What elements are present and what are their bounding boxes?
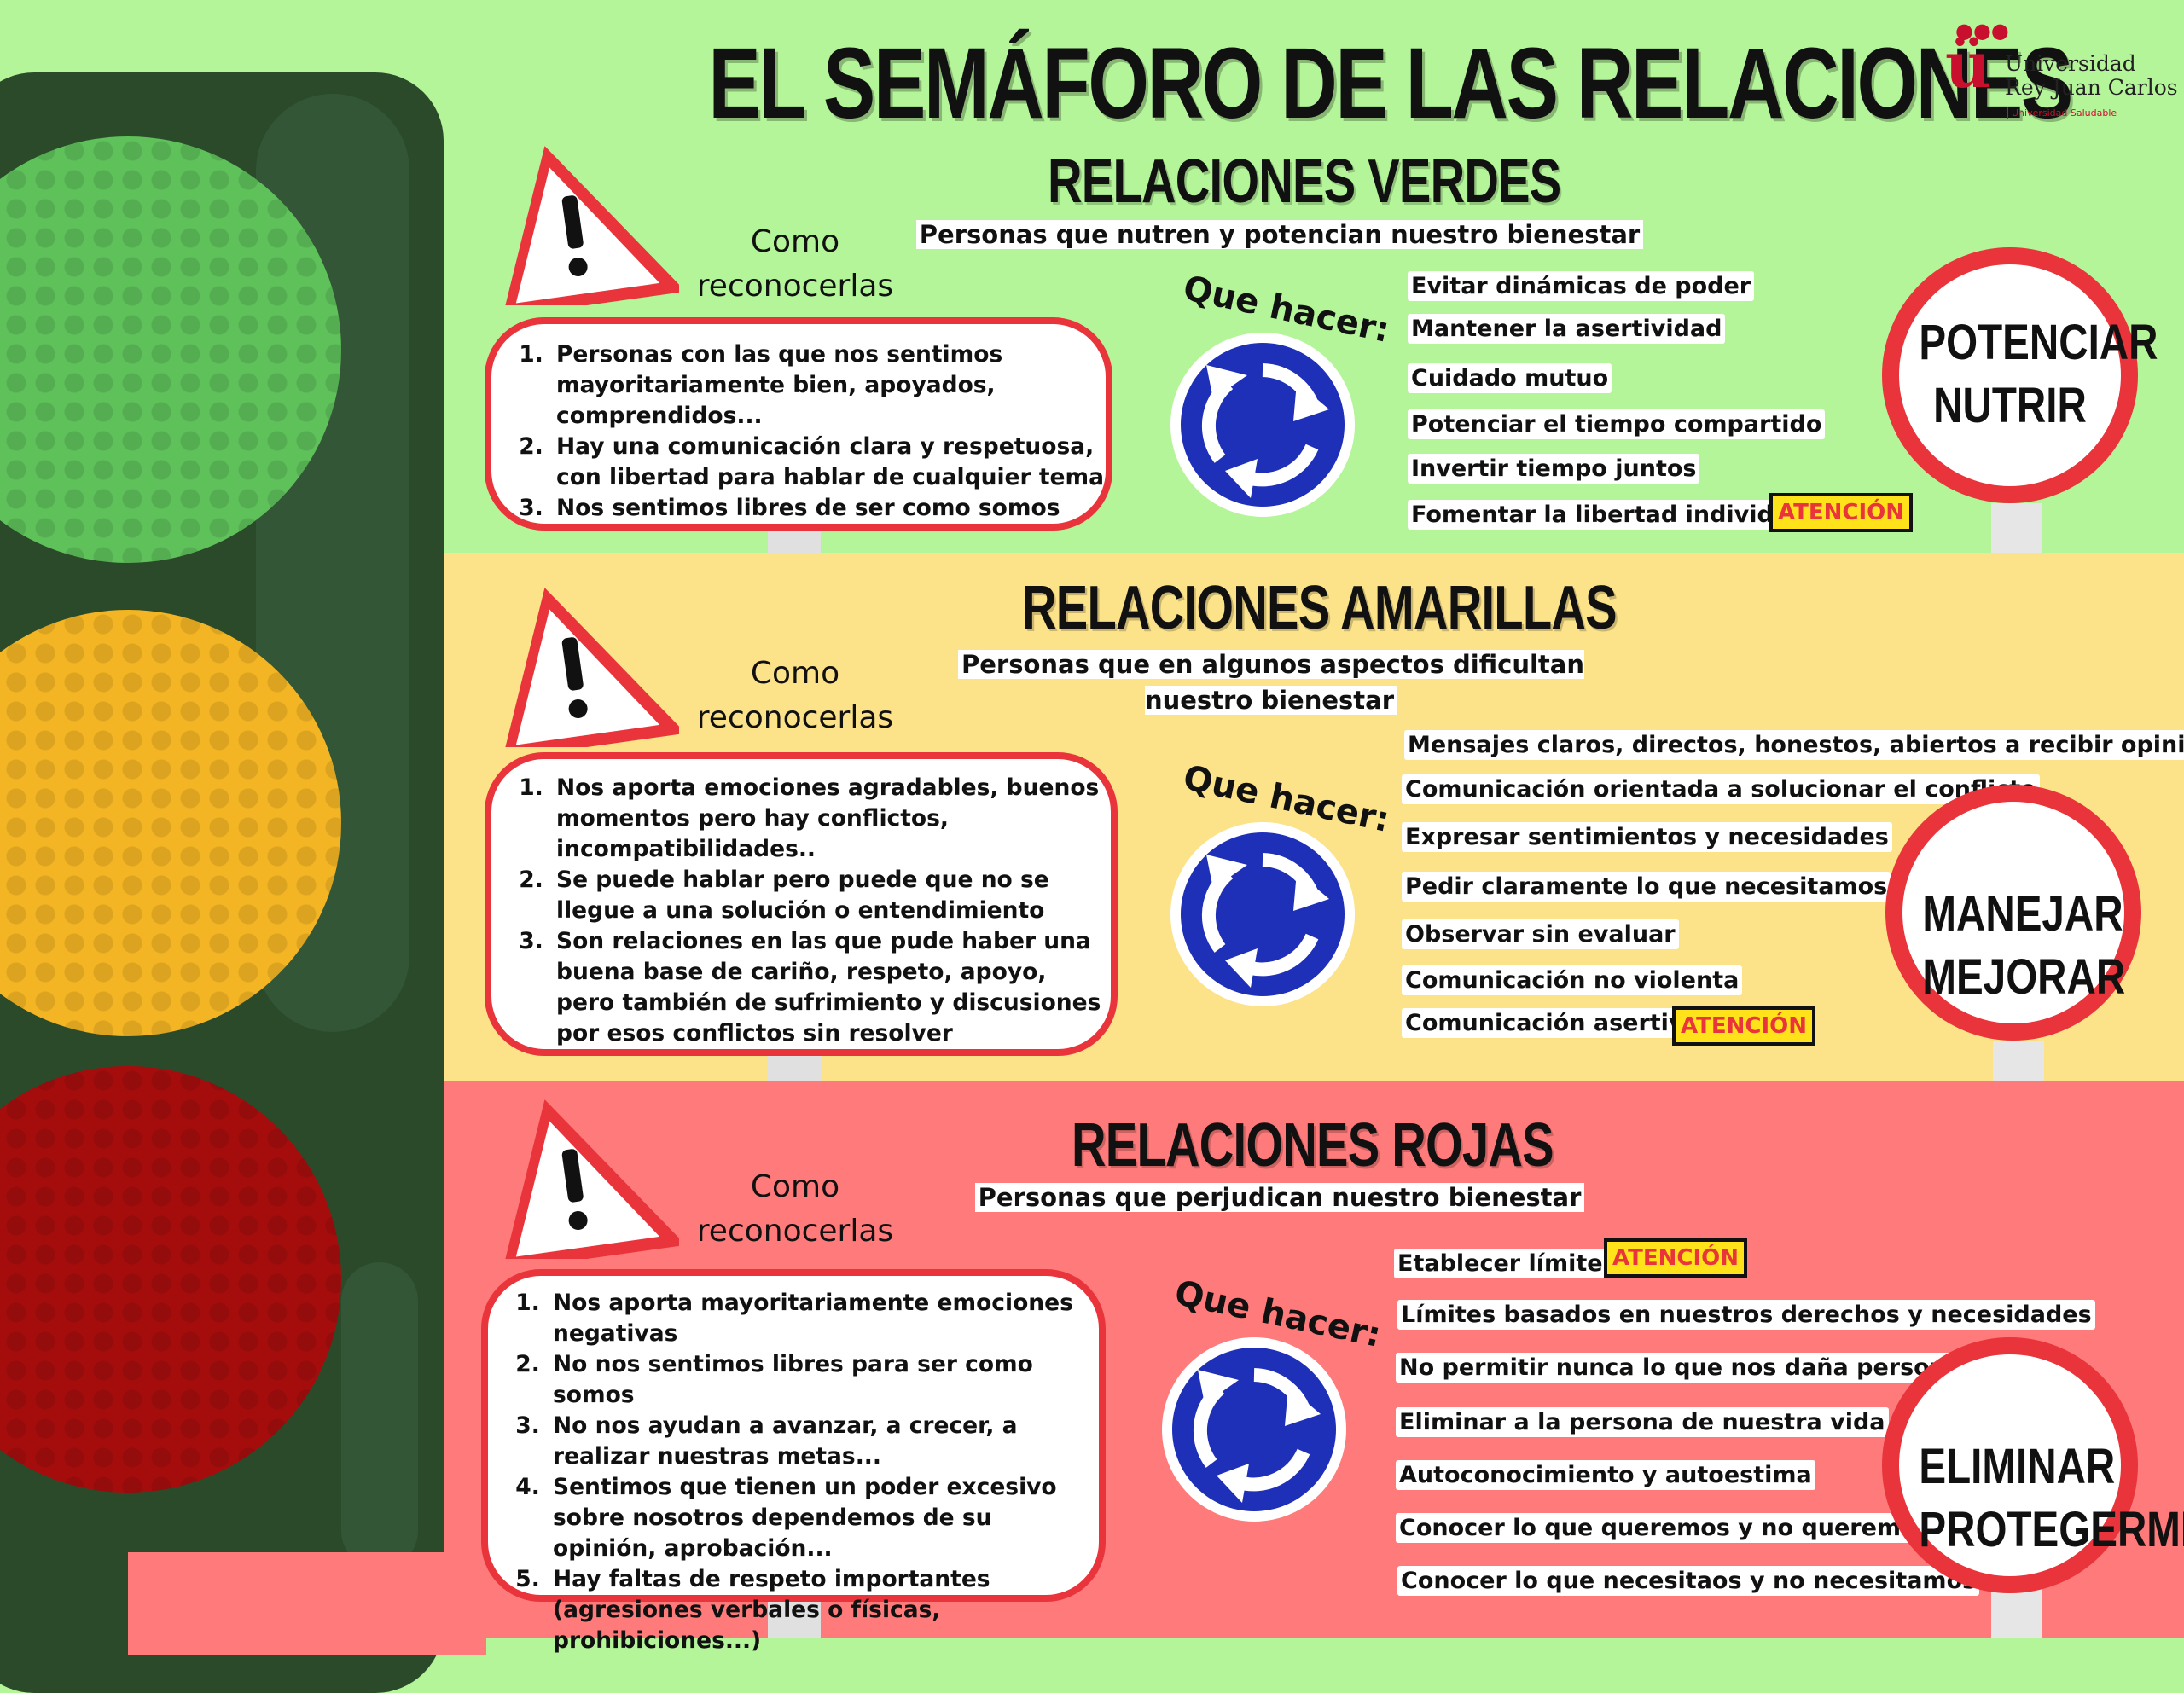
action-item: Conocer lo que necesitaos y no necesitam…	[1397, 1566, 1980, 1596]
yellow-lamp	[0, 610, 341, 1036]
stop-sign-green: POTENCIAR NUTRIR	[1882, 247, 2158, 503]
sign-line2: MEJORAR	[1922, 949, 2126, 1005]
warning-triangle-icon	[502, 1099, 679, 1259]
action-item: Evitar dinámicas de poder	[1408, 271, 1755, 301]
como-line2: reconocerlas	[696, 269, 894, 304]
como-line1: Como	[750, 224, 840, 259]
red-recognition-list: Nos aporta mayoritariamente emociones ne…	[481, 1269, 1106, 1654]
sign-post	[1991, 503, 2042, 553]
green-recognition-list: Personas con las que nos sentimos mayori…	[485, 317, 1112, 531]
red-subtitle: Personas que perjudican nuestro bienesta…	[956, 1183, 1604, 1212]
sign-line2: PROTEGERME	[1919, 1502, 2184, 1557]
warning-triangle-icon	[502, 146, 679, 305]
traffic-light-highlight-lower	[341, 1262, 418, 1569]
action-item: Pedir claramente lo que necesitamos	[1402, 872, 1891, 902]
action-item: Mensajes claros, directos, honestos, abi…	[1404, 730, 2184, 760]
action-item: Fomentar la libertad individual	[1408, 500, 1817, 530]
list-item: Hay faltas de respeto importantes (agres…	[548, 1564, 1099, 1656]
action-item: Expresar sentimientos y necesidades	[1402, 822, 1892, 852]
yellow-recognition-list: Nos aporta emociones agradables, buenos …	[485, 752, 1118, 1056]
action-item: Observar sin evaluar	[1402, 919, 1679, 949]
action-item: Límites basados en nuestros derechos y n…	[1397, 1300, 2095, 1330]
list-item: Se puede hablar pero puede que no se lle…	[551, 865, 1111, 926]
logo-line1: Universidad	[2005, 51, 2136, 76]
como-line2: reconocerlas	[696, 1214, 894, 1249]
action-item: Comunicación asertiva	[1402, 1008, 1703, 1038]
action-item: Cuidado mutuo	[1408, 363, 1612, 393]
list-item: Nos aporta mayoritariamente emociones ne…	[548, 1288, 1099, 1349]
stop-sign-yellow: MANEJAR MEJORAR	[1885, 785, 2141, 1041]
atencion-badge: ATENCIÓN	[1672, 1006, 1815, 1046]
green-subtitle: Personas que nutren y potencian nuestro …	[904, 220, 1655, 249]
list-item: No nos sentimos libres para ser como som…	[548, 1349, 1099, 1411]
como-line2: reconocerlas	[696, 700, 894, 735]
list-item: Hay una comunicación clara y respetuosa,…	[551, 432, 1106, 493]
green-section-title: RELACIONES VERDES	[1048, 148, 1561, 216]
stop-sign-red: ELIMINAR PROTEGERME	[1882, 1337, 2184, 1593]
sign-post	[1991, 1586, 2042, 1638]
roundabout-sign-icon	[1170, 333, 1355, 517]
action-item: Eliminar a la persona de nuestra vida	[1396, 1407, 1889, 1437]
list-item: Sentimos que tienen un poder excesivo so…	[548, 1472, 1099, 1564]
sign-line1: MANEJAR	[1922, 886, 2123, 942]
roundabout-sign-icon	[1170, 822, 1355, 1006]
sign-line2: NUTRIR	[1933, 378, 2087, 433]
action-item: Conocer lo que queremos y no queremos	[1396, 1513, 1934, 1543]
logo-line2: Rey Juan Carlos	[2005, 75, 2178, 100]
traffic-light-base-gap	[128, 1552, 486, 1655]
como-reconocerlas-label: Como reconocerlas	[693, 652, 897, 740]
action-item: Invertir tiempo juntos	[1408, 454, 1700, 484]
atencion-badge: ATENCIÓN	[1769, 493, 1913, 532]
university-logo: ●●● ü Universidad Rey Juan Carlos Univer…	[1945, 19, 2178, 130]
list-item: Nos sentimos libres de ser como somos	[551, 493, 1106, 524]
green-lamp	[0, 136, 341, 563]
action-item: Potenciar el tiempo compartido	[1408, 409, 1826, 439]
red-section-title: RELACIONES ROJAS	[1072, 1111, 1554, 1180]
action-item: Comunicación orientada a solucionar el c…	[1402, 774, 2040, 804]
sign-line1: POTENCIAR	[1919, 315, 2158, 370]
yellow-subtitle: Personas que en algunos aspectos dificul…	[913, 646, 1629, 718]
list-item: Personas con las que nos sentimos mayori…	[551, 339, 1106, 432]
como-line1: Como	[750, 656, 840, 691]
sign-post	[1993, 1041, 2044, 1081]
yellow-section-title: RELACIONES AMARILLAS	[1022, 574, 1618, 642]
red-lamp	[0, 1066, 341, 1493]
list-item: No nos ayudan a avanzar, a crecer, a rea…	[548, 1411, 1099, 1472]
como-line1: Como	[750, 1169, 840, 1204]
list-item: Son relaciones en las que pude haber una…	[551, 926, 1111, 1049]
action-item: Autoconocimiento y autoestima	[1396, 1460, 1815, 1490]
action-item: Comunicación no violenta	[1402, 965, 1743, 995]
sign-line1: ELIMINAR	[1919, 1439, 2116, 1494]
list-item: Nos aporta emociones agradables, buenos …	[551, 773, 1111, 865]
como-reconocerlas-label: Como reconocerlas	[693, 1165, 897, 1254]
crown-icon: ●●●	[1955, 19, 2009, 43]
action-item: Etablecer límites	[1394, 1249, 1620, 1278]
atencion-badge: ATENCIÓN	[1604, 1238, 1747, 1278]
action-item: Mantener la asertividad	[1408, 314, 1726, 344]
como-reconocerlas-label: Como reconocerlas	[693, 220, 897, 309]
page-title: EL SEMÁFORO DE LAS RELACIONES	[708, 27, 2073, 140]
warning-triangle-icon	[502, 588, 679, 747]
roundabout-sign-icon	[1162, 1337, 1346, 1522]
logo-mark-icon: ü	[1945, 29, 1991, 102]
logo-line3: Universidad Saludable	[2007, 107, 2117, 119]
action-item: No permitir nunca lo que nos daña person…	[1396, 1353, 1966, 1383]
